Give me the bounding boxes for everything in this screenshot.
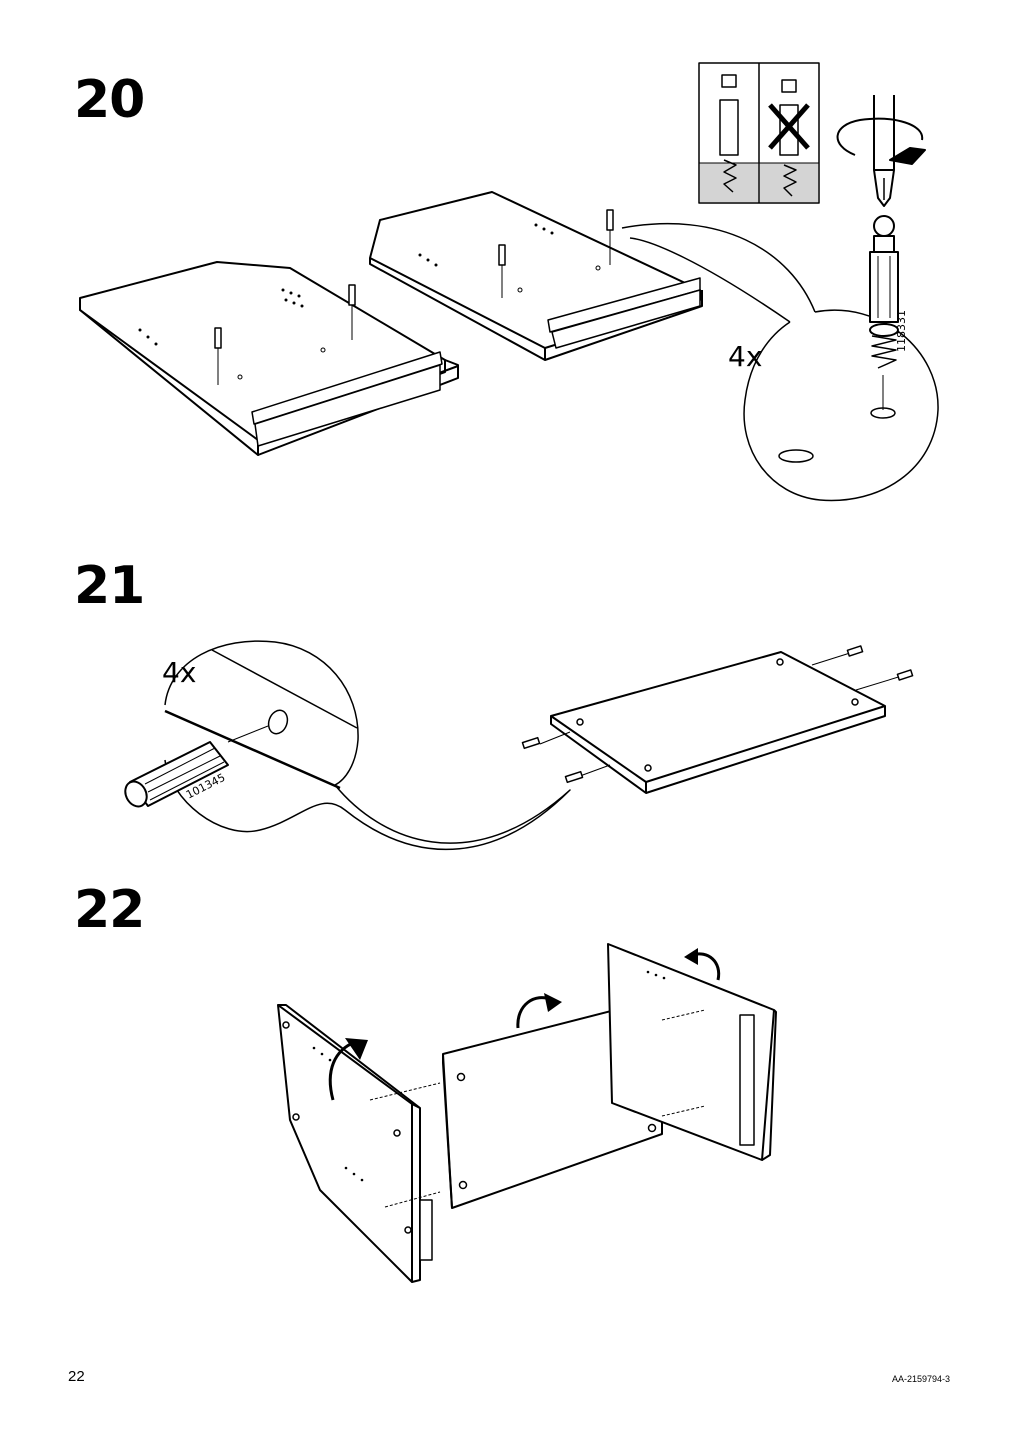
step-20-right-panel	[369, 191, 703, 361]
page-number: 22	[68, 1368, 85, 1385]
wooden-dowel-icon	[124, 741, 229, 808]
step-21-number: 21	[74, 556, 145, 616]
step-22-left-panel	[277, 1004, 433, 1283]
step-20-quantity: 4x	[728, 340, 763, 373]
step-21-board	[550, 651, 886, 794]
step-20-left-panel	[79, 261, 459, 456]
step-20-zoom-circle	[743, 309, 939, 502]
screwdriver-icon	[873, 95, 895, 207]
step-22-right-panel	[607, 943, 777, 1161]
cam-screw-icon	[869, 215, 899, 369]
rotation-arrow-icon	[836, 117, 924, 156]
step-22-number: 22	[74, 880, 145, 940]
document-code: AA-2159794-3	[891, 1374, 950, 1384]
correct-incorrect-boxes	[698, 62, 820, 204]
step-21-zoom-circle	[164, 640, 571, 850]
step-20-number: 20	[74, 70, 145, 130]
